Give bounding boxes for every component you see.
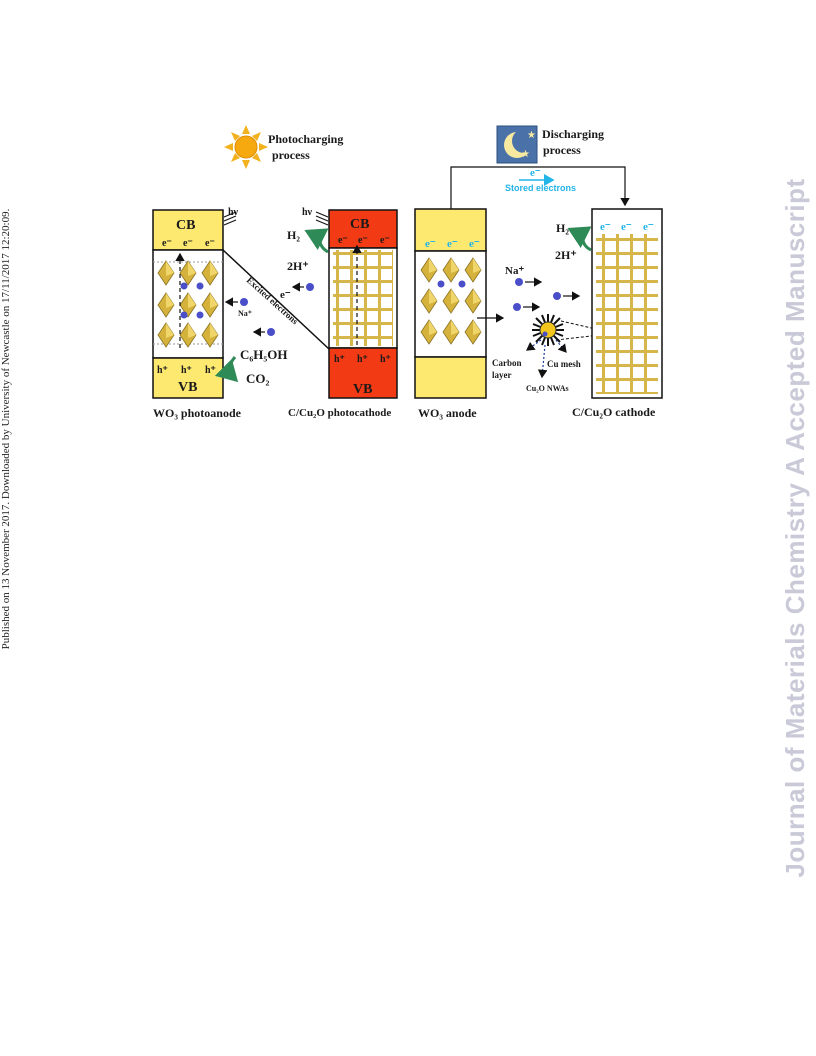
- caption-cathode: C/Cu₂O cathode: [572, 405, 656, 419]
- wo3-photoanode: [152, 209, 224, 399]
- na-ion-6: [553, 292, 561, 300]
- cathode-cb-label: CB: [350, 217, 369, 232]
- cathode-cb-e1: e⁻: [338, 235, 348, 246]
- stored-electrons-label: Stored electrons: [505, 183, 576, 193]
- cu2o-photocathode: [328, 209, 398, 399]
- cathode-store-e3: e⁻: [643, 221, 654, 233]
- anode-store-e1: e⁻: [425, 238, 436, 250]
- co2-label: CO₂: [246, 371, 270, 386]
- discharging-label: Discharging: [542, 127, 604, 141]
- anode-cb-e2: e⁻: [183, 238, 193, 249]
- na-ion-5: [513, 303, 521, 311]
- anode-cb-label: CB: [176, 218, 195, 233]
- photocathode-h2-label: H₂: [287, 228, 300, 242]
- transfer-electron: e⁻: [280, 289, 291, 301]
- cathode-vb-h3: h⁺: [380, 354, 391, 365]
- anode-store-e3: e⁻: [469, 238, 480, 250]
- moon-icon: ★ ★: [496, 125, 538, 164]
- cathode-vb-label: VB: [353, 382, 372, 397]
- anode-cb-e1: e⁻: [162, 238, 172, 249]
- reduction-arrow: [304, 228, 329, 254]
- cathode-hv-label: hν: [302, 207, 313, 218]
- photocharging-label-2: process: [272, 148, 310, 162]
- caption-photocathode: C/Cu₂O photocathode: [288, 407, 391, 419]
- oxidation-arrow: [214, 356, 239, 383]
- sun-icon: [224, 125, 268, 169]
- external-circuit: [450, 166, 630, 209]
- cathode-2h-label: 2H⁺: [555, 248, 577, 262]
- na-ion-1: [240, 298, 248, 306]
- cathode-cb-e3: e⁻: [380, 235, 390, 246]
- caption-wo3-anode: WO₃ anode: [418, 406, 477, 420]
- excited-electrons-label: Excited electrons: [245, 275, 301, 327]
- cathode-cb-e2: e⁻: [358, 235, 368, 246]
- anode-na-label: Na⁺: [238, 309, 252, 318]
- excited-electron-path: [222, 249, 330, 350]
- na-ion-2: [267, 328, 275, 336]
- na-ion-3: [306, 283, 314, 291]
- svg-text:★: ★: [527, 130, 536, 141]
- photocharging-label: Photocharging: [268, 132, 343, 146]
- ethanol-label: C₆H₅OH: [240, 347, 288, 362]
- anode-store-e2: e⁻: [447, 238, 458, 250]
- anode-hv-label: hν: [228, 207, 239, 218]
- anode-cb-e3: e⁻: [205, 238, 215, 249]
- na-ion-4: [515, 278, 523, 286]
- carbon-layer-label-2: layer: [492, 370, 512, 380]
- cu2o-cathode: [591, 208, 663, 399]
- cathode-vb-h1: h⁺: [334, 354, 345, 365]
- cu2o-particle: [532, 314, 564, 346]
- discharge-na-label: Na⁺: [505, 265, 524, 277]
- anode-vb-label: VB: [178, 380, 197, 395]
- cathode-h2-label: H₂: [556, 221, 569, 235]
- carbon-layer-label: Carbon: [492, 358, 522, 368]
- discharging-label-2: process: [543, 143, 581, 157]
- photocathode-2h-label: 2H⁺: [287, 259, 309, 273]
- wo3-anode: [414, 208, 505, 399]
- cathode-store-e1: e⁻: [600, 221, 611, 233]
- discharge-reduction-arrow: [567, 226, 592, 252]
- stored-electron-symbol: e⁻: [530, 167, 541, 179]
- cathode-vb-h2: h⁺: [357, 354, 368, 365]
- caption-wo3-photoanode: WO₃ photoanode: [153, 406, 242, 420]
- svg-text:★: ★: [521, 149, 530, 160]
- anode-vb-h3: h⁺: [205, 365, 216, 376]
- cathode-store-e2: e⁻: [621, 221, 632, 233]
- anode-vb-h1: h⁺: [157, 365, 168, 376]
- cu-mesh-label: Cu mesh: [547, 359, 581, 369]
- cu2o-nwas-label: Cu₂O NWAs: [526, 384, 569, 393]
- anode-vb-h2: h⁺: [181, 365, 192, 376]
